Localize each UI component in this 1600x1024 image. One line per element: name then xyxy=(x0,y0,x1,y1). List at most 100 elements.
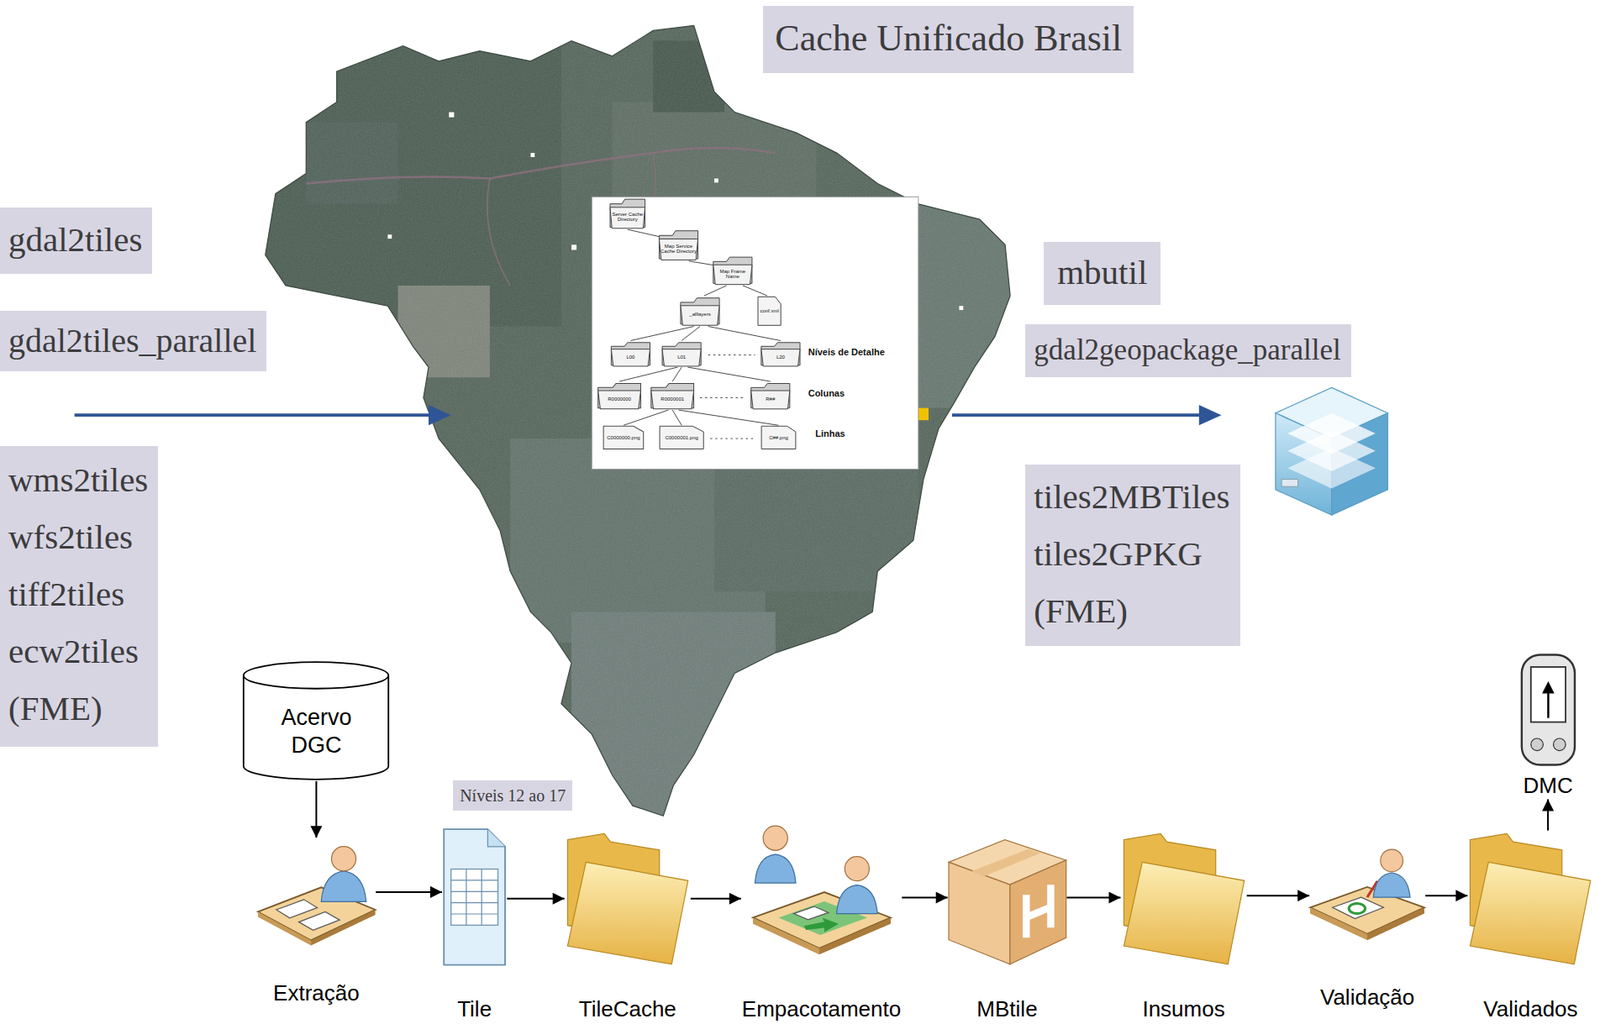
tool-box: gdal2tiles_parallel xyxy=(0,310,267,372)
package-step-icon-part xyxy=(970,848,1041,877)
device-label: DMC xyxy=(1522,773,1573,799)
database-cylinder-icon-part xyxy=(243,662,389,690)
step-label: Empacotamento xyxy=(742,996,901,1022)
folder-name: C##.png xyxy=(768,435,789,442)
package-step-icon-part xyxy=(1010,860,1067,965)
cache-tree-part xyxy=(700,397,745,399)
label-area: Acervo DGC xyxy=(242,691,390,773)
tool-box: gdal2tiles xyxy=(0,207,153,274)
document-step-icon-part xyxy=(451,869,499,927)
process-step-icon-part xyxy=(321,871,366,902)
folder-step-icon-part xyxy=(567,862,688,964)
folder-step: Insumos xyxy=(1121,831,1247,1023)
process-step-icon-part xyxy=(763,826,788,852)
process-step-icon xyxy=(1310,844,1425,947)
tool-name: gdal2tiles xyxy=(8,219,143,261)
process-step: Extração xyxy=(257,838,376,1006)
process-step-icon-part xyxy=(1380,849,1404,873)
folder-name: R0000000 xyxy=(607,396,632,403)
flow-arrow xyxy=(74,405,452,426)
process-step-icon-part xyxy=(844,857,869,882)
process-step-icon-part xyxy=(793,906,828,921)
device-icon-icon xyxy=(1517,652,1579,768)
tool-name: tiff2tiles xyxy=(8,565,148,623)
device-icon-icon-part xyxy=(1552,738,1566,752)
flow-arrow xyxy=(1066,897,1121,900)
brazil-map-part xyxy=(530,152,535,158)
device-icon: DMC xyxy=(1517,652,1579,799)
cache-tree-part xyxy=(658,231,698,261)
flow-arrow xyxy=(1247,894,1311,897)
tool-name: tiles2MBTiles xyxy=(1033,468,1230,526)
tree-level-label: Níveis de Detalhe xyxy=(808,346,885,358)
tool-name: wfs2tiles xyxy=(8,508,148,566)
process-step-icon-part xyxy=(331,847,356,872)
folder-name: L01 xyxy=(677,354,686,361)
cache-tree-part xyxy=(610,199,646,229)
cache-tree-part xyxy=(680,298,720,327)
process-step-icon-part xyxy=(836,885,878,915)
cache-tree-part xyxy=(761,426,796,449)
folder-name: conf.xml xyxy=(759,308,779,315)
device-icon-icon-part xyxy=(1530,667,1565,723)
document-step-icon-part xyxy=(487,829,506,848)
cache-tree-part xyxy=(678,410,779,426)
step-label: Extração xyxy=(273,980,360,1006)
folder-name: Map Frame Name xyxy=(713,268,753,280)
cache-tree-part xyxy=(591,196,919,469)
document-step: Tile xyxy=(442,828,506,1022)
package-step-icon-part xyxy=(948,862,1011,964)
step-label: TileCache xyxy=(578,996,677,1022)
process-step-icon-part xyxy=(275,900,317,919)
brazil-map-part xyxy=(448,112,454,118)
document-step-icon-part xyxy=(443,829,506,965)
device-icon-icon-part xyxy=(1542,681,1555,695)
cache-tree-part xyxy=(619,367,678,382)
package-step-icon xyxy=(948,831,1067,965)
tool-name: gdal2geopackage_parallel xyxy=(1033,332,1341,369)
folder-name: L00 xyxy=(626,354,635,361)
flow-arrow xyxy=(375,891,443,894)
process-step-icon-part xyxy=(1348,904,1365,915)
folder-name: Map Service Cache Directory xyxy=(659,243,699,255)
cache-tree-part xyxy=(710,438,755,440)
tool-name: ecw2tiles xyxy=(8,622,148,680)
tool-box: mbutil xyxy=(1043,242,1161,306)
gpkg-cube-icon-part xyxy=(1287,447,1375,490)
folder-name: R0000001 xyxy=(660,396,685,403)
title-box: Cache Unificado Brasil xyxy=(763,5,1134,74)
tool-list-box: wms2tileswfs2tilestiff2tilesecw2tiles(FM… xyxy=(0,446,158,748)
flow-arrow xyxy=(901,897,948,900)
document-step-icon-part xyxy=(451,869,499,927)
cache-tree-part xyxy=(761,342,800,367)
tool-name: gdal2tiles_parallel xyxy=(8,321,257,362)
database-label: Acervo DGC xyxy=(269,704,363,760)
brazil-map-part xyxy=(305,147,776,184)
tool-box: gdal2geopackage_parallel xyxy=(1025,324,1351,378)
cache-tree-part xyxy=(704,285,727,296)
process-step-icon-part xyxy=(257,912,311,947)
tool-name: (FME) xyxy=(1033,582,1230,640)
device-icon-icon-part xyxy=(1521,655,1574,766)
folder-step-icon-part xyxy=(1470,862,1591,964)
device-icon-icon-part xyxy=(1547,691,1549,719)
brazil-map-part xyxy=(714,178,719,183)
folder-name: C0000000.png xyxy=(606,435,640,442)
cache-tree-part xyxy=(672,367,682,382)
package-step-icon-part xyxy=(1026,884,1051,938)
cache-tree-part xyxy=(742,285,768,296)
tree-level-label: Colunas xyxy=(808,387,845,400)
cache-tree-part xyxy=(672,410,682,426)
process-step-icon xyxy=(257,838,376,947)
tool-name: wms2tiles xyxy=(8,451,148,509)
folder-name: L20 xyxy=(776,354,785,361)
flow-arrow xyxy=(1547,799,1549,831)
process-step: Validação xyxy=(1310,844,1425,1010)
flow-arrow-part xyxy=(74,413,434,417)
folder-step-icon xyxy=(565,831,690,967)
tool-list-box: tiles2MBTilestiles2GPKG(FME) xyxy=(1025,464,1240,647)
database-cylinder: Acervo DGC xyxy=(242,661,390,781)
flow-arrow xyxy=(506,898,564,900)
